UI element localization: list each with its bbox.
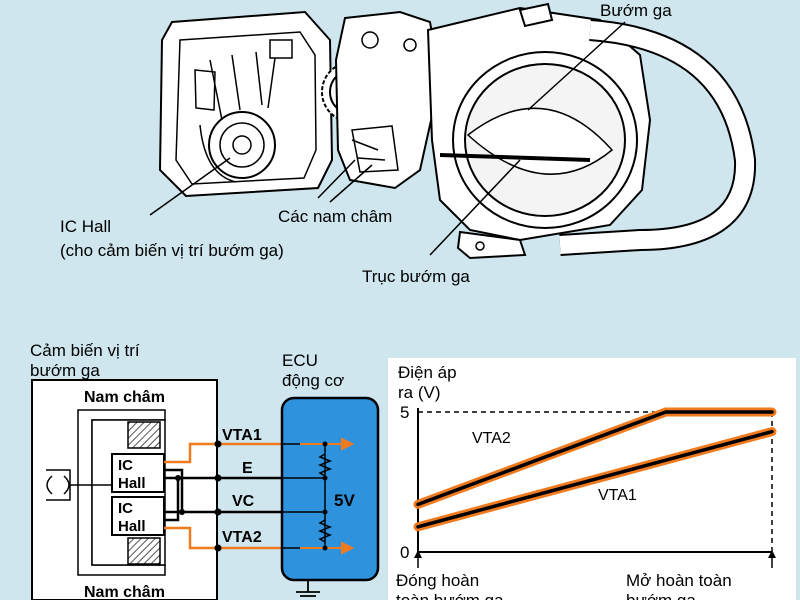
label-throttle-shaft: Trục bướm ga	[362, 267, 470, 286]
label-throttle-valve: Bướm ga	[600, 1, 672, 20]
terminal-dots	[175, 440, 222, 552]
terminal-e: E	[242, 460, 253, 477]
ic-hall-top	[111, 453, 165, 493]
sensor-box	[31, 379, 218, 600]
series-label-vta1: VTA1	[598, 487, 637, 504]
ecu-label-2: động cơ	[282, 371, 344, 390]
label-ic-hall: IC Hall	[60, 217, 111, 236]
voltage-5v: 5V	[334, 491, 355, 510]
series-line-vta2	[416, 410, 774, 507]
xlabel-left-1: Đóng hoàn	[396, 571, 479, 590]
magnet-top-label: Nam châm	[84, 389, 165, 406]
top-leader-lines	[149, 21, 626, 256]
magnet-bottom-block	[127, 537, 161, 565]
terminal-vc: VC	[232, 493, 255, 510]
sensor-title-line1: Cảm biến vị trí	[30, 341, 140, 360]
y-tick-0: 0	[400, 543, 409, 562]
throttle-body-illustration	[158, 2, 757, 260]
magnet-bottom-label: Nam châm	[84, 584, 165, 600]
graph-ylabel-1: Điện áp	[398, 363, 457, 382]
y-tick-5: 5	[400, 403, 409, 422]
graph-series	[413, 407, 777, 532]
graph-ylabel-2: ra (V)	[398, 383, 441, 402]
xlabel-left-2: toàn bướm ga	[396, 591, 504, 600]
magnet-top-block	[127, 421, 161, 449]
ic-top-label-2: Hall	[118, 475, 146, 492]
xlabel-right-2: bướm ga	[626, 591, 696, 600]
ic-hall-bottom	[111, 496, 165, 536]
terminal-vta2: VTA2	[222, 529, 262, 546]
xlabel-right-1: Mở hoàn toàn	[626, 571, 732, 590]
label-ic-hall-note: (cho cảm biến vị trí bướm ga)	[60, 241, 284, 260]
terminal-vta1: VTA1	[222, 427, 262, 444]
gear-housing	[334, 10, 442, 190]
series-line-vta1	[416, 429, 774, 529]
ic-bottom-label-1: IC	[118, 500, 133, 517]
throttle-shaft	[439, 153, 591, 162]
ecu-block	[280, 396, 380, 597]
label-magnets: Các nam châm	[278, 207, 392, 226]
ic-top-label-1: IC	[118, 457, 133, 474]
ic-bottom-label-2: Hall	[118, 518, 146, 535]
voltage-graph	[388, 358, 796, 600]
sensor-title-line2: bướm ga	[30, 361, 100, 380]
series-label-vta2: VTA2	[472, 430, 511, 447]
ecu-label-1: ECU	[282, 351, 318, 370]
